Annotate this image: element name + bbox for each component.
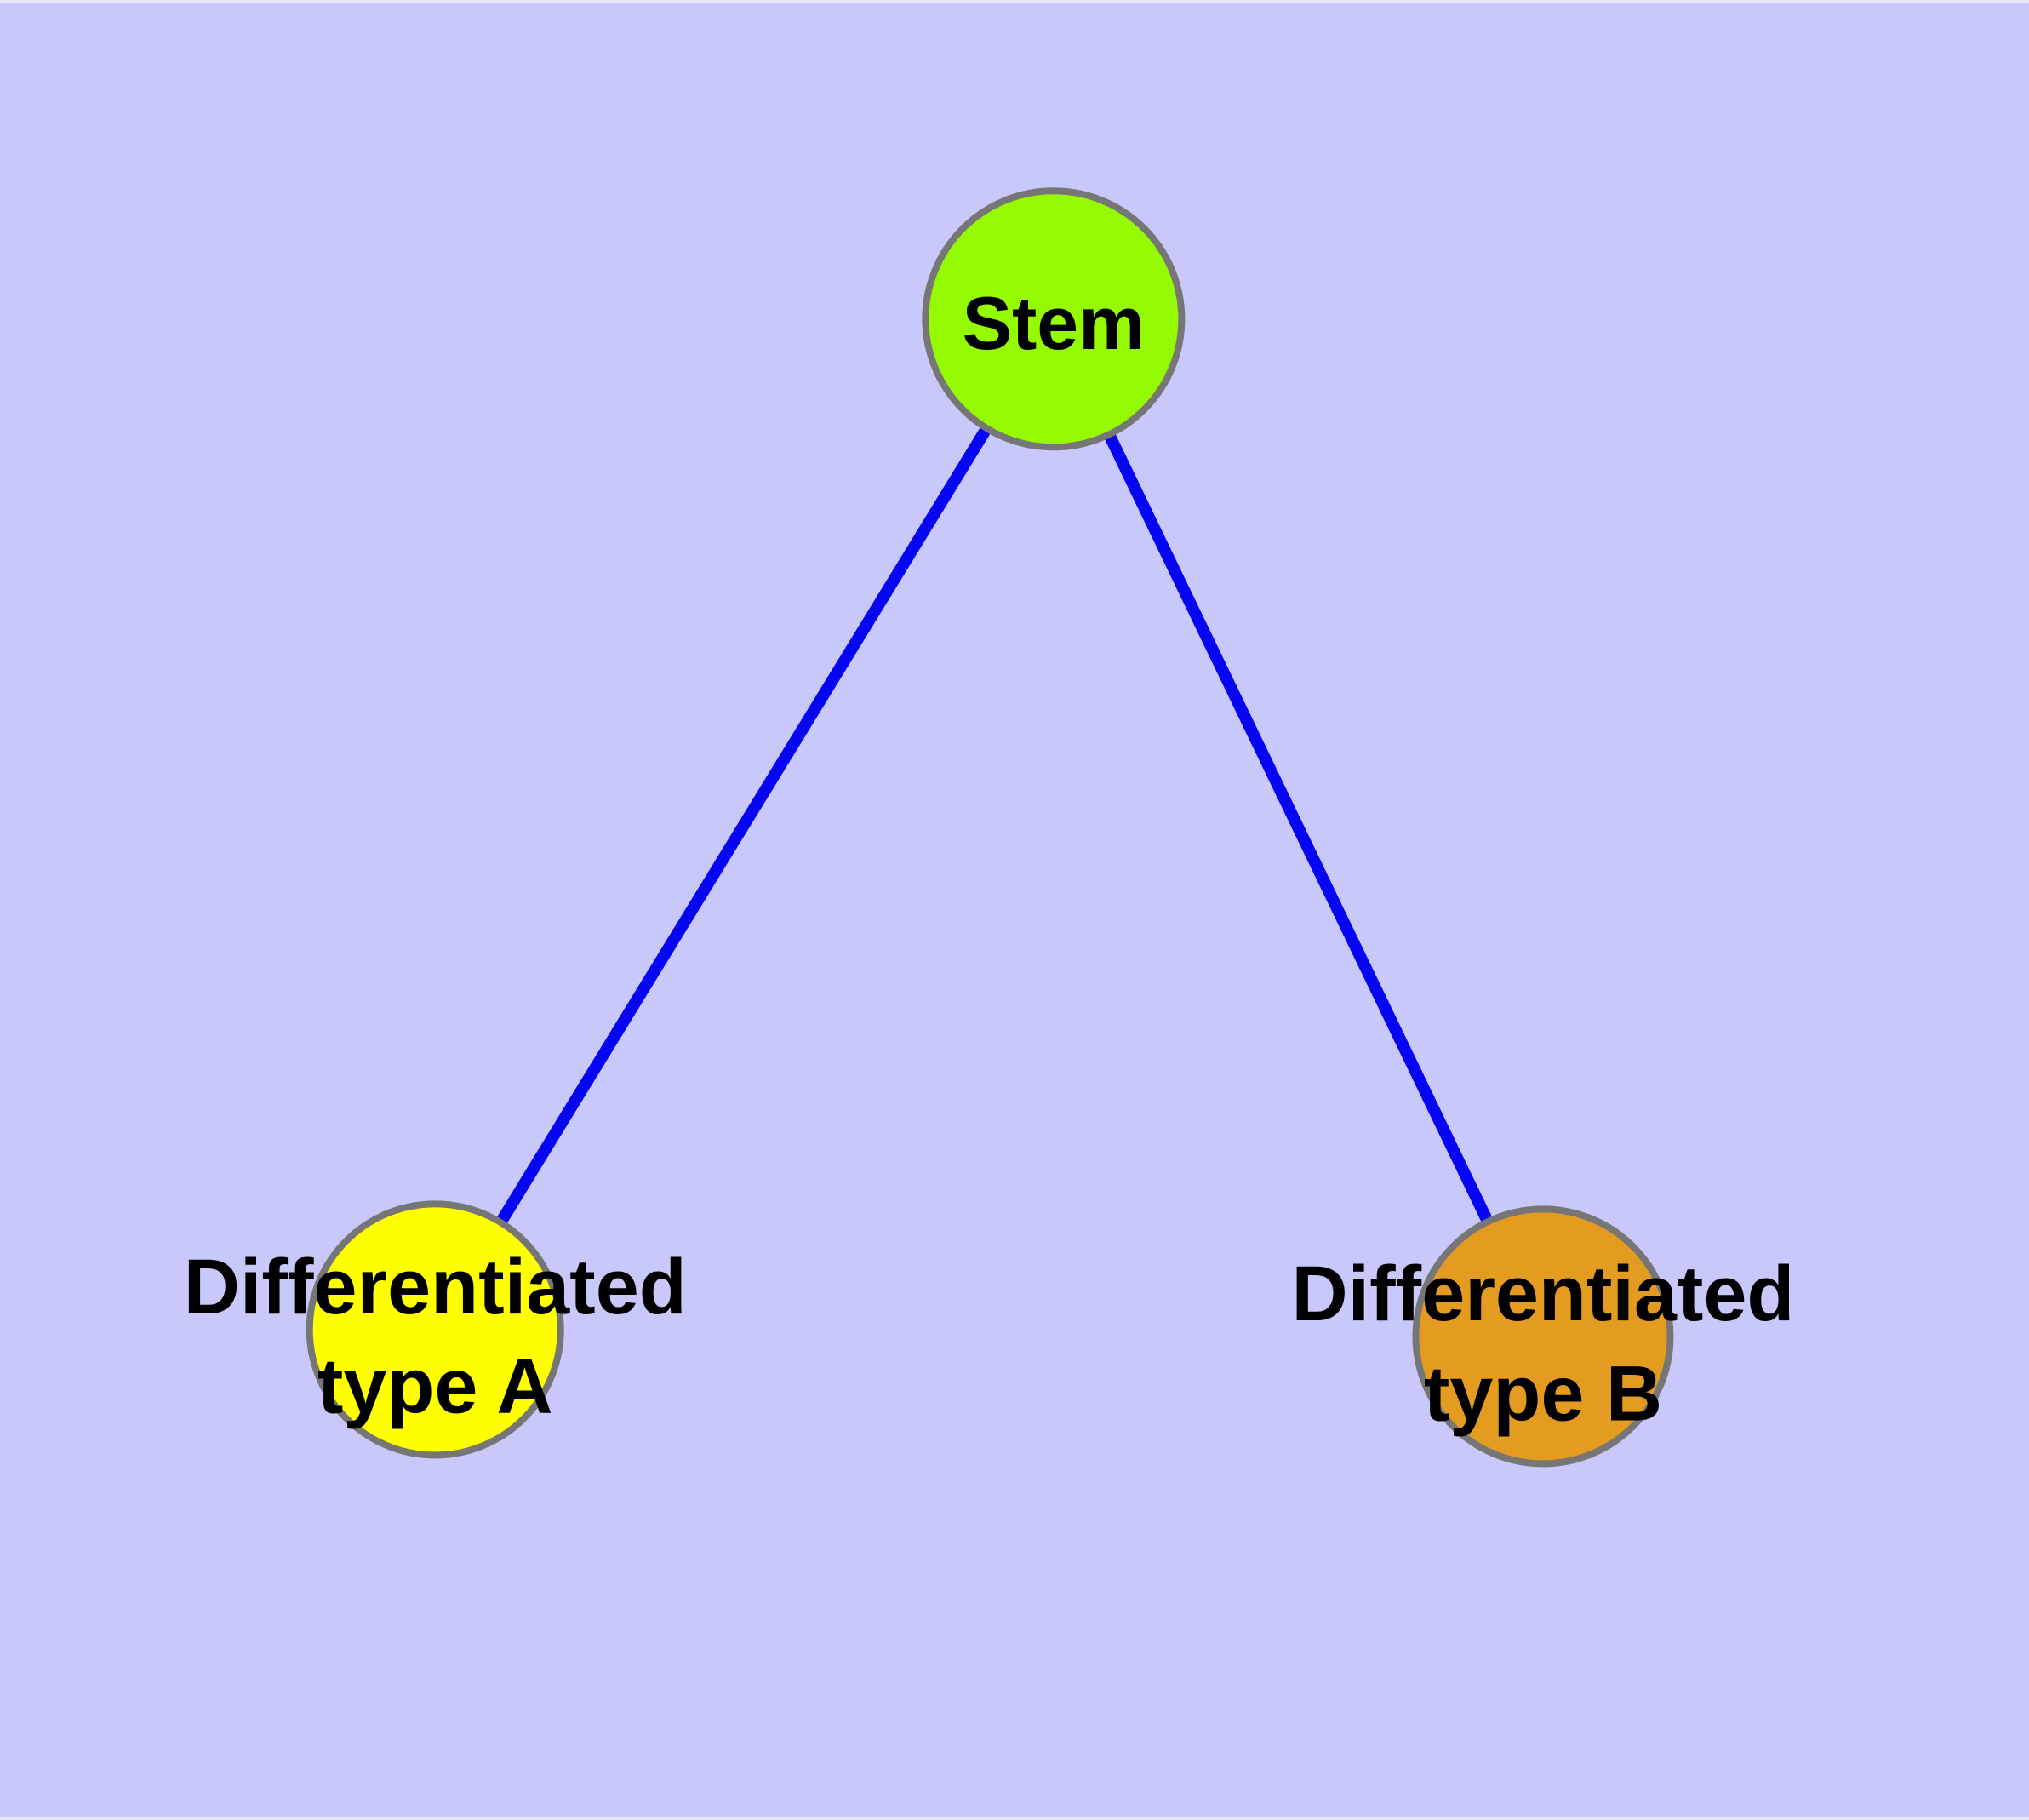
node-type-a-label-line1: Differentiated	[184, 1244, 687, 1331]
node-differentiated-type-b	[1412, 1205, 1674, 1468]
node-stem-label: Stem	[963, 282, 1145, 365]
edge-stem-to-type-a	[430, 316, 1059, 1333]
cell-differentiation-diagram: Stem Differentiated type A Differentiate…	[184, 187, 1794, 1468]
node-differentiated-type-a	[306, 1200, 564, 1459]
edge-stem-to-type-b	[1048, 316, 1549, 1339]
node-type-b-label-line2: type B	[1424, 1351, 1662, 1438]
node-stem	[922, 187, 1186, 451]
node-type-a-label-line2: type A	[317, 1343, 553, 1430]
node-type-b-label-line1: Differentiated	[1291, 1251, 1794, 1337]
